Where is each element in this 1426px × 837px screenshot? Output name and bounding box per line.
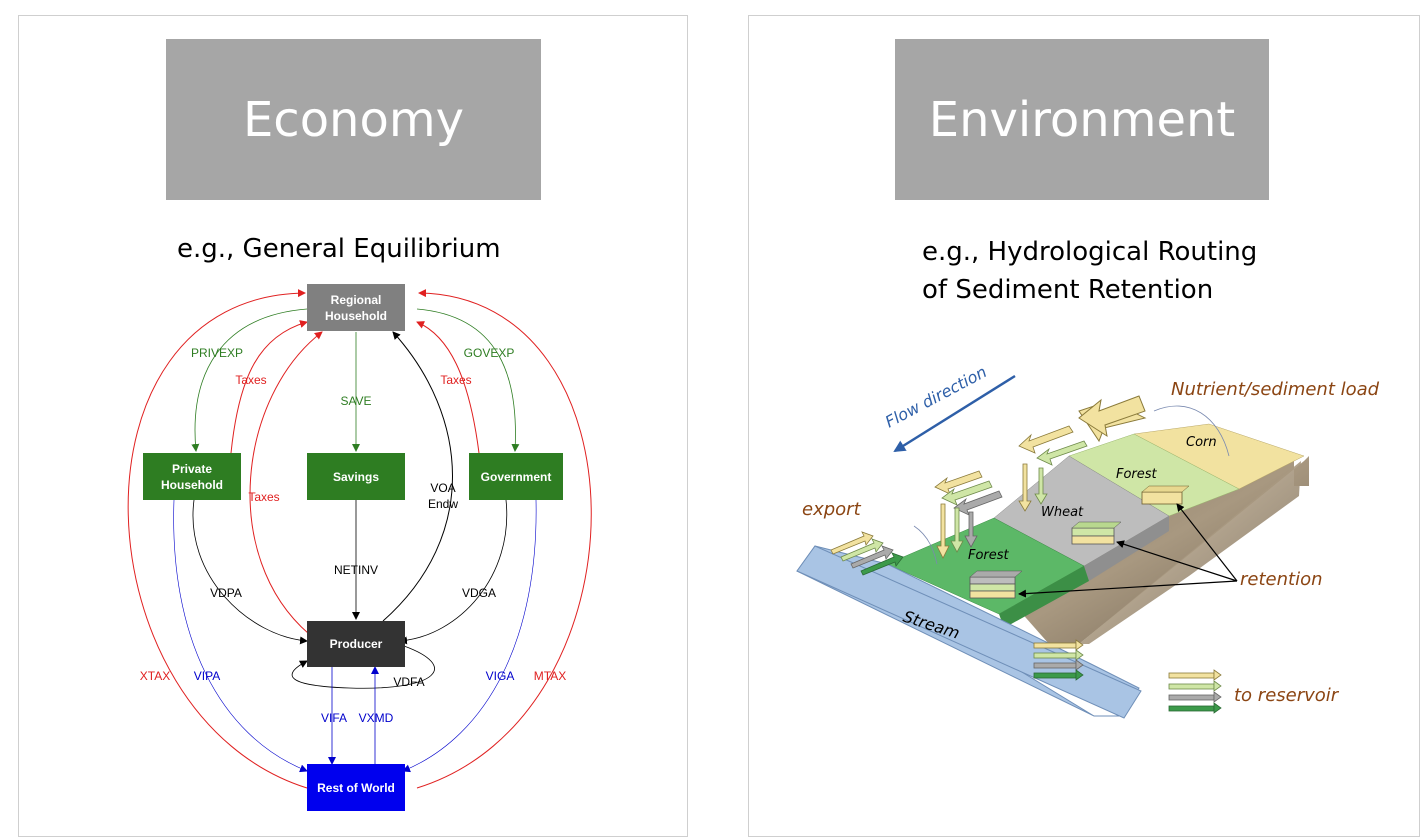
retention-block-wheat xyxy=(1071,521,1122,545)
wheat-label: Wheat xyxy=(1041,505,1084,520)
label-endw: Endw xyxy=(428,497,458,511)
label-privexp: PRIVEXP xyxy=(191,346,243,360)
regional-household-label-1: Regional xyxy=(331,293,382,307)
regional-household-label-2: Household xyxy=(325,309,387,323)
label-vdpa: VDPA xyxy=(210,586,242,600)
sediment-retention-illustration: Flow direction Nutrient/sediment load Co… xyxy=(796,362,1380,719)
stream-outflow-arrows xyxy=(1033,639,1084,681)
nutrient-load-label: Nutrient/sediment load xyxy=(1171,379,1380,400)
environment-subtitle-line-2: of Sediment Retention xyxy=(922,275,1214,305)
private-household-label-1: Private xyxy=(172,462,212,476)
label-viga: VIGA xyxy=(486,669,515,683)
savings-label: Savings xyxy=(333,470,379,484)
rest-of-world-label: Rest of World xyxy=(317,781,395,795)
wheat-field-edge xyxy=(1084,516,1169,581)
environment-title: Environment xyxy=(928,91,1236,148)
government-label: Government xyxy=(481,470,552,484)
label-vifa: VIFA xyxy=(321,711,347,725)
node-producer xyxy=(307,621,405,667)
label-xtax: XTAX xyxy=(140,669,170,683)
export-label: export xyxy=(802,499,862,520)
edge-xtax xyxy=(127,289,308,789)
label-save: SAVE xyxy=(340,394,371,408)
label-taxes-left: Taxes xyxy=(235,373,266,387)
forest-lower-edge xyxy=(999,566,1089,628)
edge-vdpa xyxy=(192,499,308,645)
edge-vdfa xyxy=(291,645,435,689)
general-equilibrium-diagram: Regional Household Private Household Sav… xyxy=(127,284,592,811)
environment-title-box: Environment xyxy=(895,39,1269,200)
forest-upper-label: Forest xyxy=(1116,467,1158,482)
economy-subtitle: e.g., General Equilibrium xyxy=(177,234,501,264)
label-vdfa: VDFA xyxy=(393,675,424,689)
to-reservoir-label: to reservoir xyxy=(1234,685,1340,706)
environment-subtitle: e.g., Hydrological Routing of Sediment R… xyxy=(922,233,1257,309)
edge-taxes-government xyxy=(416,321,480,454)
retention-block-forest xyxy=(969,570,1023,599)
node-savings xyxy=(307,453,405,500)
flow-direction-arrow xyxy=(893,374,1016,453)
edge-vdga xyxy=(399,499,508,645)
environment-panel: Environment e.g., Hydrological Routing o… xyxy=(748,15,1420,837)
retention-label: retention xyxy=(1240,569,1323,590)
private-household-label-2: Household xyxy=(161,478,223,492)
edge-mtax xyxy=(416,289,592,789)
edge-taxes-producer xyxy=(249,331,323,635)
node-rest-of-world xyxy=(307,764,405,811)
environment-subtitle-line-1: e.g., Hydrological Routing xyxy=(922,237,1258,267)
edge-privexp xyxy=(191,308,308,452)
node-private-household xyxy=(143,453,241,500)
label-vdga: VDGA xyxy=(462,586,496,600)
soil-layer xyxy=(989,456,1309,644)
label-voa: VOA xyxy=(430,481,455,495)
edge-vipa xyxy=(173,499,308,773)
label-netinv: NETINV xyxy=(334,563,378,577)
retention-block-corn xyxy=(1141,485,1190,505)
legend-arrows xyxy=(1168,669,1222,714)
label-taxes-mid: Taxes xyxy=(248,490,279,504)
economy-panel: Economy e.g., General Equilibrium xyxy=(18,15,688,837)
flow-direction-label: Flow direction xyxy=(882,362,990,431)
node-government xyxy=(469,453,563,500)
economy-title: Economy xyxy=(242,91,465,148)
edge-govexp xyxy=(416,308,520,452)
label-vxmd: VXMD xyxy=(359,711,394,725)
edge-taxes-private xyxy=(230,320,308,454)
producer-label: Producer xyxy=(330,637,383,651)
label-taxes-right: Taxes xyxy=(440,373,471,387)
economy-title-box: Economy xyxy=(166,39,541,200)
label-mtax: MTAX xyxy=(534,669,566,683)
edge-voa-endw xyxy=(382,331,453,622)
label-vipa: VIPA xyxy=(194,669,220,683)
node-regional-household xyxy=(307,284,405,331)
forest-lower-label: Forest xyxy=(968,548,1010,563)
label-govexp: GOVEXP xyxy=(464,346,515,360)
edge-viga xyxy=(402,499,537,773)
export-arrows xyxy=(830,531,904,576)
corn-label: Corn xyxy=(1186,435,1217,450)
